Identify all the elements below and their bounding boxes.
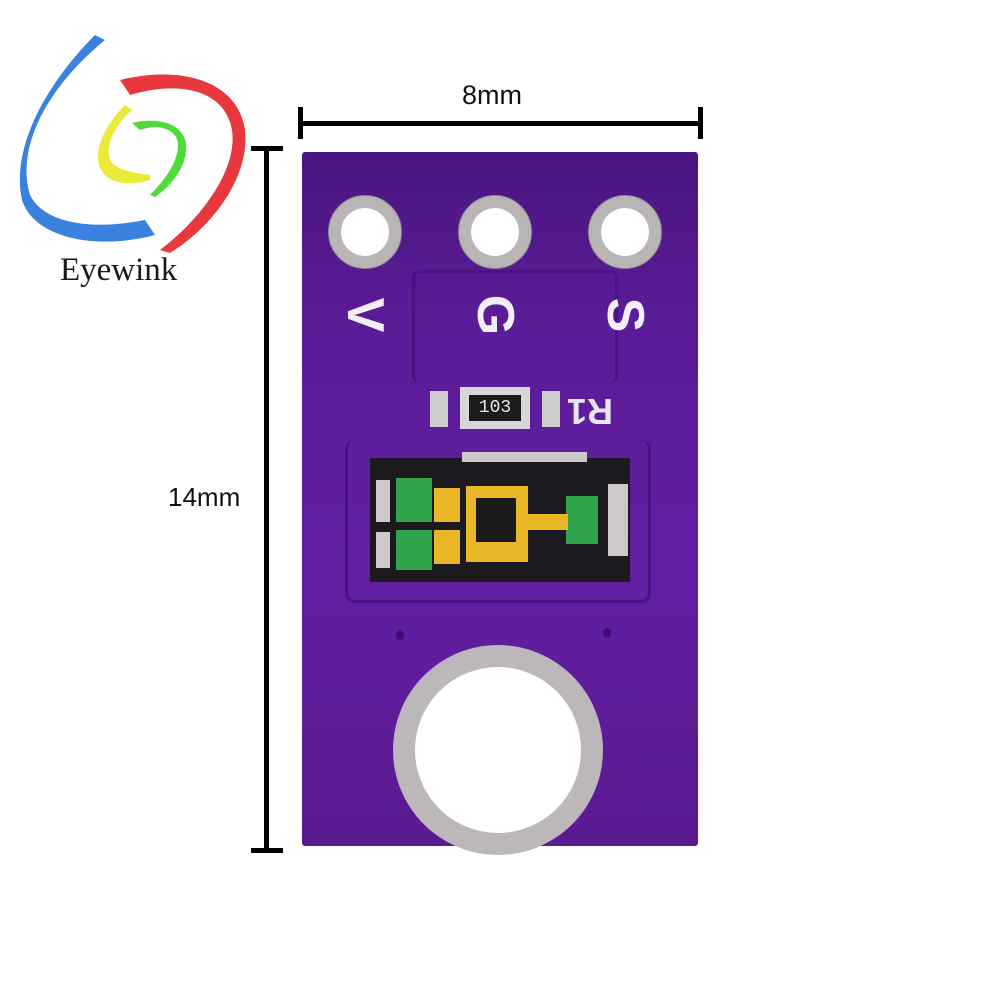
height-dimension-tick-bottom — [251, 848, 283, 853]
via — [603, 628, 611, 638]
height-dimension-line — [264, 148, 269, 850]
pin-label-v: V — [336, 297, 394, 333]
width-dimension-line — [300, 121, 702, 126]
resistor-code: 103 — [469, 395, 521, 421]
pin-label-s: S — [596, 297, 654, 333]
width-dimension-tick-left — [298, 107, 303, 139]
via — [396, 630, 404, 640]
pin-pad-g — [458, 195, 532, 269]
height-dimension-label: 14mm — [168, 482, 241, 512]
brand-name: Eyewink — [60, 252, 178, 288]
mounting-hole — [393, 645, 603, 855]
sensor-die — [476, 498, 516, 542]
pin-pad-v — [328, 195, 402, 269]
sensor-chip — [370, 452, 630, 582]
pcb-trace — [345, 440, 651, 603]
pin-pad-s — [588, 195, 662, 269]
resistor: 103 — [430, 387, 560, 429]
width-dimension-tick-right — [698, 107, 703, 139]
eyewink-logo-icon — [19, 35, 246, 253]
resistor-designator: R1 — [567, 391, 614, 432]
width-dimension-label: 8mm — [462, 80, 522, 110]
pcb-trace — [412, 270, 618, 383]
pin-label-g: G — [466, 294, 524, 336]
height-dimension-tick-top — [251, 146, 283, 151]
